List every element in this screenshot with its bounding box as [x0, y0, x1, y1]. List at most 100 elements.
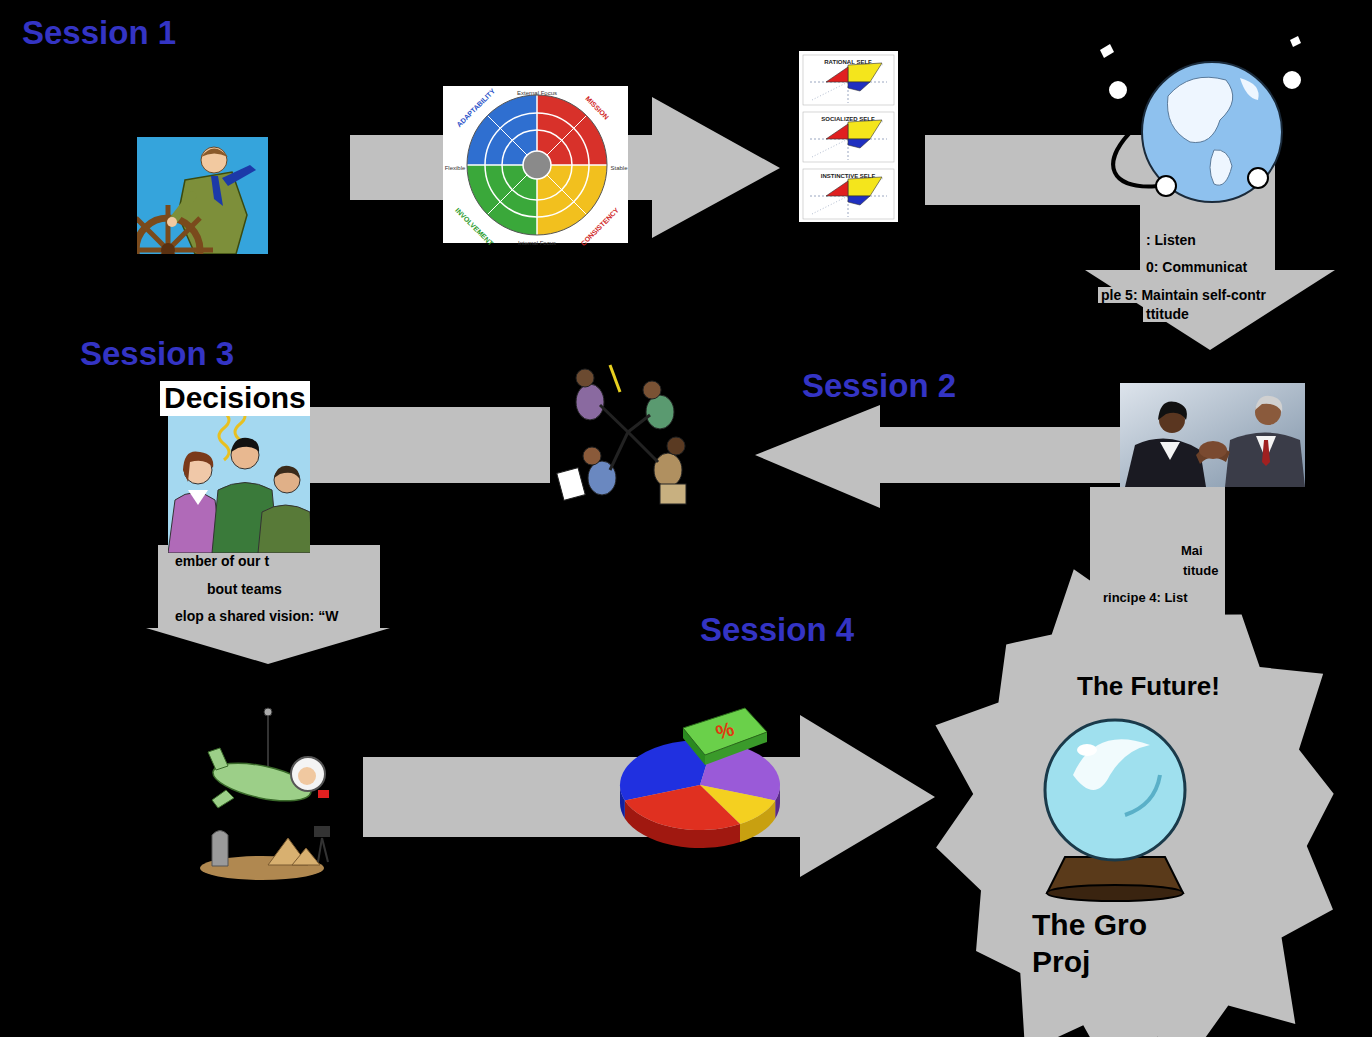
note-text-anchor: elop a shared vision: “W — [172, 607, 341, 625]
chart-title-anchor: INSTINCTIVE SELF — [821, 164, 875, 182]
globe-clipart — [1240, 78, 1259, 100]
starburst-shape: The Future!The GroProj — [945, 575, 1340, 1037]
session-heading: Session 1 — [22, 14, 176, 52]
team-clipart — [557, 365, 686, 504]
team-clipart — [654, 453, 682, 487]
astronaut-clipart — [212, 790, 234, 808]
chart-title: RATIONAL SELF — [824, 59, 871, 66]
block-arrow — [146, 97, 1335, 877]
helmsman-clipart — [137, 218, 200, 254]
node-heading: Decisions — [160, 381, 310, 416]
handshake-photo — [1120, 383, 1305, 487]
astronaut-clipart — [212, 831, 228, 867]
astronaut-clipart — [208, 748, 228, 770]
crystal-ball-clipart — [945, 575, 1340, 1037]
axis-label: Internal Focus — [518, 240, 556, 247]
note-text: ember of our t — [172, 553, 272, 569]
trait-label-anchor: ADAPTABILITY — [450, 82, 499, 131]
astronaut-clipart — [322, 838, 328, 862]
session-heading-anchor: Session 4 — [700, 611, 854, 649]
note-text: Mai — [1178, 544, 1206, 559]
astronaut-clipart — [291, 757, 325, 791]
trait-label-anchor: MISSION — [582, 89, 616, 123]
axis-label-anchor: Internal Focus — [518, 231, 556, 249]
astronaut-clipart — [267, 712, 269, 766]
note-text: bout teams — [204, 581, 285, 597]
team-clipart — [557, 468, 585, 501]
team-clipart — [667, 437, 685, 455]
globe-clipart — [1156, 176, 1176, 196]
session-heading: Session 2 — [802, 367, 956, 405]
helmsman-clipart — [137, 137, 268, 254]
pie-chart-clipart — [683, 708, 767, 755]
handshake-photo — [1199, 441, 1227, 459]
helmsman-clipart — [137, 218, 200, 254]
note-text-anchor: ple 5: Maintain self-contr — [1098, 286, 1269, 304]
astronaut-clipart — [264, 708, 272, 716]
trait-label: INVOLVEMENT — [453, 207, 494, 248]
axis-label: Stable — [610, 165, 627, 172]
globe-clipart — [1097, 46, 1323, 211]
session-heading-anchor: Session 1 — [22, 14, 176, 52]
note-text-anchor: titude — [1180, 561, 1221, 579]
session-heading: Session 3 — [80, 335, 234, 373]
session-heading-anchor: Session 3 — [80, 335, 234, 373]
crystal-ball-clipart — [1125, 775, 1160, 815]
helmsman-clipart — [201, 149, 228, 158]
profile-charts — [803, 169, 894, 219]
axis-label-anchor: External Focus — [517, 81, 557, 99]
astronaut-clipart — [292, 848, 320, 865]
heading-box: Decisions — [160, 381, 310, 416]
percent-sign: % — [713, 717, 737, 744]
crystal-ball-clipart — [1077, 744, 1097, 756]
percent-sign-anchor: % — [713, 717, 737, 744]
note-text-anchor: bout teams — [204, 580, 285, 598]
note-text-anchor: 0: Communicat — [1143, 258, 1250, 276]
helmsman-clipart — [178, 172, 247, 254]
astronaut-clipart — [318, 790, 329, 798]
team-clipart — [610, 365, 620, 392]
globe-clipart — [1142, 62, 1282, 202]
starburst-shape — [935, 557, 1333, 1037]
astronaut-clipart — [318, 838, 322, 862]
astronaut-clipart — [298, 767, 316, 785]
axis-label-anchor: Flexible — [445, 156, 466, 174]
chart-title-anchor: SOCIALIZED SELF — [821, 107, 874, 125]
helmsman-clipart — [211, 176, 223, 206]
note-text: titude — [1180, 564, 1221, 579]
handshake-photo — [1255, 396, 1282, 412]
culture-model-chart — [523, 151, 551, 179]
trait-label: CONSISTENCY — [579, 206, 620, 247]
note-text-anchor: ttitude — [1143, 305, 1192, 323]
crystal-ball-clipart — [1047, 885, 1183, 901]
block-arrow — [755, 405, 1125, 508]
team-clipart — [583, 447, 601, 465]
profile-charts — [799, 51, 898, 222]
decisions-clipart — [188, 490, 208, 505]
crystal-ball-clipart — [1073, 739, 1150, 790]
team-clipart — [660, 484, 686, 504]
note-text-anchor: ember of our t — [172, 552, 272, 570]
axis-label-anchor: Stable — [610, 156, 627, 174]
pie-chart-clipart — [620, 708, 780, 848]
handshake-photo — [1225, 433, 1305, 488]
trait-label-anchor: INVOLVEMENT — [452, 201, 500, 249]
team-clipart — [600, 405, 628, 432]
culture-model-chart — [467, 95, 607, 235]
session-heading-anchor: Session 2 — [802, 367, 956, 405]
globe-clipart — [1290, 36, 1301, 47]
decisions-clipart — [168, 400, 310, 553]
pie-chart-clipart — [625, 785, 740, 830]
chart-title-anchor: RATIONAL SELF — [824, 50, 871, 68]
note-text: ple 5: Maintain self-contr — [1098, 287, 1269, 303]
handshake-photo — [1120, 383, 1305, 487]
decisions-clipart — [183, 451, 213, 482]
globe-clipart — [1282, 70, 1302, 90]
note-text-anchor: rincipe 4: List — [1100, 588, 1191, 606]
decisions-clipart — [231, 438, 259, 452]
note-text-anchor: Mai — [1178, 541, 1206, 559]
profile-charts — [803, 112, 894, 162]
trait-label: MISSION — [584, 95, 611, 122]
team-clipart — [610, 432, 628, 470]
